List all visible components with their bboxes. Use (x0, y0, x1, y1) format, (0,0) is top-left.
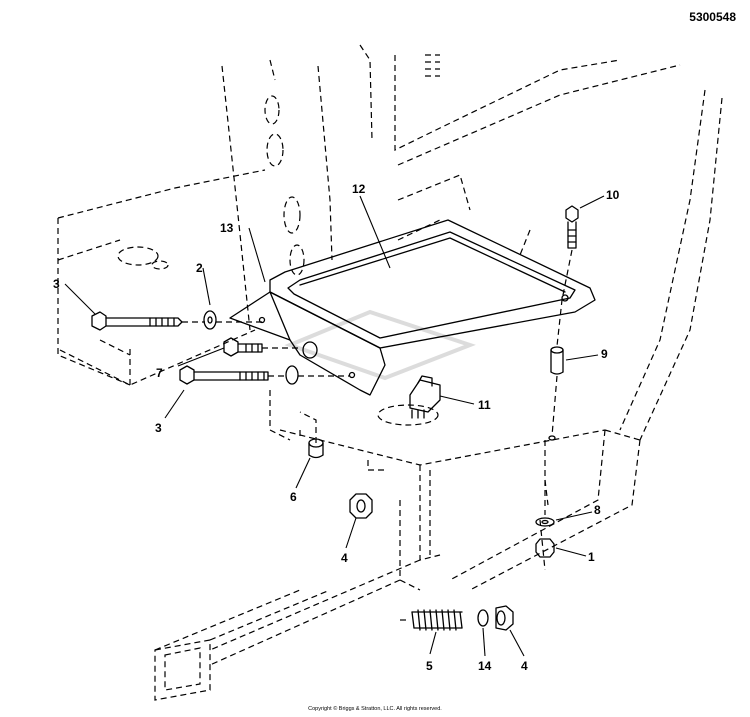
washer-right (535, 517, 555, 527)
washer-lower (285, 365, 299, 385)
callout-labels: 2 3 3 7 13 12 10 9 11 6 4 8 1 5 14 4 (53, 182, 620, 673)
callout-12: 12 (352, 182, 366, 196)
leader-lines (64, 195, 605, 657)
diagram-id: 5300548 (689, 10, 736, 24)
seat-bracket (229, 291, 386, 396)
callout-1: 1 (588, 550, 595, 564)
callout-3-lower: 3 (155, 421, 162, 435)
nut-right (535, 538, 555, 558)
callout-4-middle: 4 (341, 551, 348, 565)
callout-14: 14 (478, 659, 492, 673)
callout-6: 6 (290, 490, 297, 504)
frame-outline (57, 44, 723, 701)
callout-8: 8 (594, 503, 601, 517)
bolt-upper (91, 311, 183, 331)
callout-10: 10 (606, 188, 620, 202)
seat-switch (409, 375, 441, 419)
washer-upper (203, 310, 217, 330)
spring (400, 609, 463, 631)
callout-13: 13 (220, 221, 234, 235)
bolt-middle (223, 337, 263, 357)
callout-5: 5 (426, 659, 433, 673)
callout-11: 11 (478, 398, 491, 412)
bolt-vertical (565, 205, 579, 249)
callout-9: 9 (601, 347, 608, 361)
locknut-bottom (495, 605, 514, 631)
spacer (299, 411, 324, 459)
copyright-notice: Copyright © Briggs & Stratton, LLC. All … (308, 706, 442, 712)
callout-2: 2 (196, 261, 203, 275)
locknut-middle (349, 493, 373, 519)
seat-pan (269, 219, 596, 349)
callout-3-upper: 3 (53, 277, 60, 291)
callout-4-bottom: 4 (521, 659, 528, 673)
spacer-tube (550, 346, 564, 375)
spacer-bracket (302, 341, 318, 359)
watermark-logo (284, 309, 476, 381)
washer-bottom (477, 609, 489, 627)
callout-7: 7 (156, 366, 163, 380)
bolt-lower (179, 365, 269, 385)
